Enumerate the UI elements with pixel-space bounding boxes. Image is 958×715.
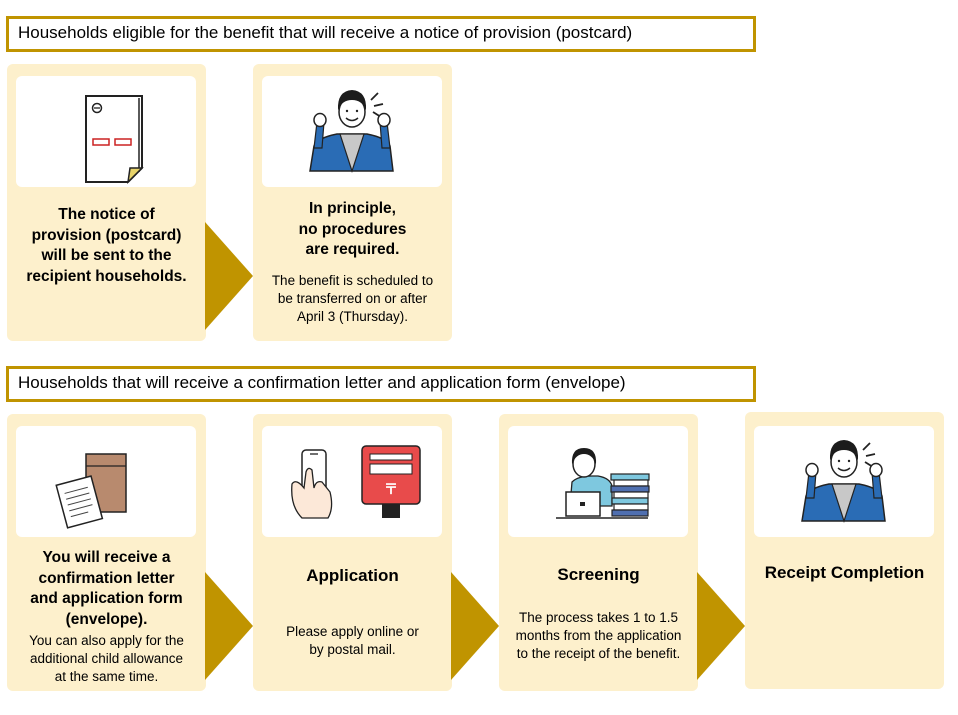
arrow-right	[205, 222, 253, 330]
image-box	[16, 76, 196, 187]
phone-and-postbox-icon: 〒	[291, 445, 421, 519]
happy-person-icon	[309, 90, 394, 173]
card-title: Receipt Completion	[764, 563, 925, 582]
card-application: 〒 Application Please apply online or by …	[253, 414, 452, 691]
card-notice-postcard: The notice of provision (postcard) will …	[7, 64, 206, 341]
image-box	[508, 426, 688, 537]
card-title: You will receive a confirmation letter a…	[30, 549, 183, 628]
image-box	[16, 426, 196, 537]
card-description: Please apply online or by postal mail.	[286, 624, 419, 657]
arrow-right	[451, 572, 499, 680]
envelope-letter-icon	[55, 453, 127, 529]
arrow-right	[697, 572, 745, 680]
card-receipt-completion: Receipt Completion	[745, 412, 944, 689]
card-screening: Screening The process takes 1 to 1.5 mon…	[499, 414, 698, 691]
section2-header: Households that will receive a confirmat…	[6, 366, 756, 402]
postcard-notice-icon	[85, 95, 144, 185]
card-description: The process takes 1 to 1.5 months from t…	[515, 610, 682, 661]
arrow-right	[205, 572, 253, 680]
image-box	[262, 76, 442, 187]
card-title: Screening	[557, 565, 640, 584]
card-title: The notice of provision (postcard) will …	[26, 206, 187, 285]
screening-worker-icon	[556, 448, 650, 519]
svg-text:〒: 〒	[384, 481, 398, 497]
happy-person-icon	[801, 440, 886, 523]
card-title: Application	[306, 566, 399, 585]
card-no-procedures: In principle, no procedures are required…	[253, 64, 452, 341]
card-receive-envelope: You will receive a confirmation letter a…	[7, 414, 206, 691]
section1-header: Households eligible for the benefit that…	[6, 16, 756, 52]
card-description: You can also apply for the additional ch…	[29, 633, 184, 684]
image-box	[754, 426, 934, 537]
card-title: In principle, no procedures are required…	[298, 200, 407, 258]
image-box: 〒	[262, 426, 442, 537]
card-description: The benefit is scheduled to be transferr…	[271, 273, 434, 324]
